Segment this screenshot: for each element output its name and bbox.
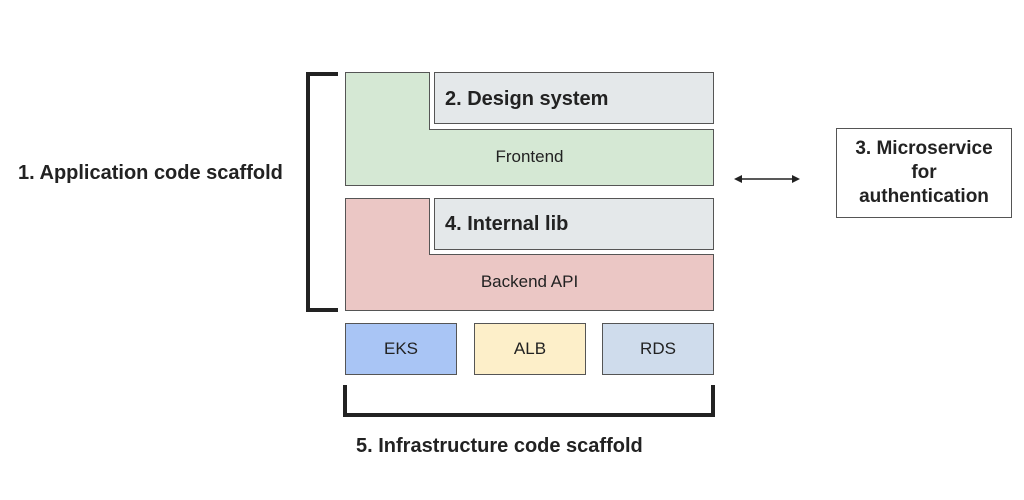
internal-lib-label: 4. Internal lib (445, 213, 569, 235)
frontend-block-upper (345, 72, 430, 132)
eks-box: EKS (345, 323, 457, 375)
backend-block-upper (345, 198, 430, 256)
rds-box: RDS (602, 323, 714, 375)
internal-lib-box (434, 198, 714, 250)
backend-api-block: Backend API (345, 254, 714, 311)
double-arrow-icon (734, 175, 800, 183)
frontend-inner-edge (429, 72, 430, 130)
alb-box: ALB (474, 323, 586, 375)
microservice-box: 3. Microservice for authentication (836, 128, 1012, 218)
microservice-label: 3. Microservice for authentication (855, 138, 993, 207)
frontend-inner-top-edge (429, 129, 714, 130)
application-scaffold-label: 1. Application code scaffold (18, 162, 283, 184)
application-scaffold-bracket (306, 72, 338, 312)
infrastructure-scaffold-label: 5. Infrastructure code scaffold (356, 435, 643, 457)
design-system-label: 2. Design system (445, 88, 609, 110)
design-system-box (434, 72, 714, 124)
infrastructure-scaffold-bracket (343, 385, 715, 417)
frontend-block: Frontend (345, 129, 714, 186)
backend-inner-top-edge (429, 254, 714, 255)
backend-inner-edge (429, 198, 430, 255)
